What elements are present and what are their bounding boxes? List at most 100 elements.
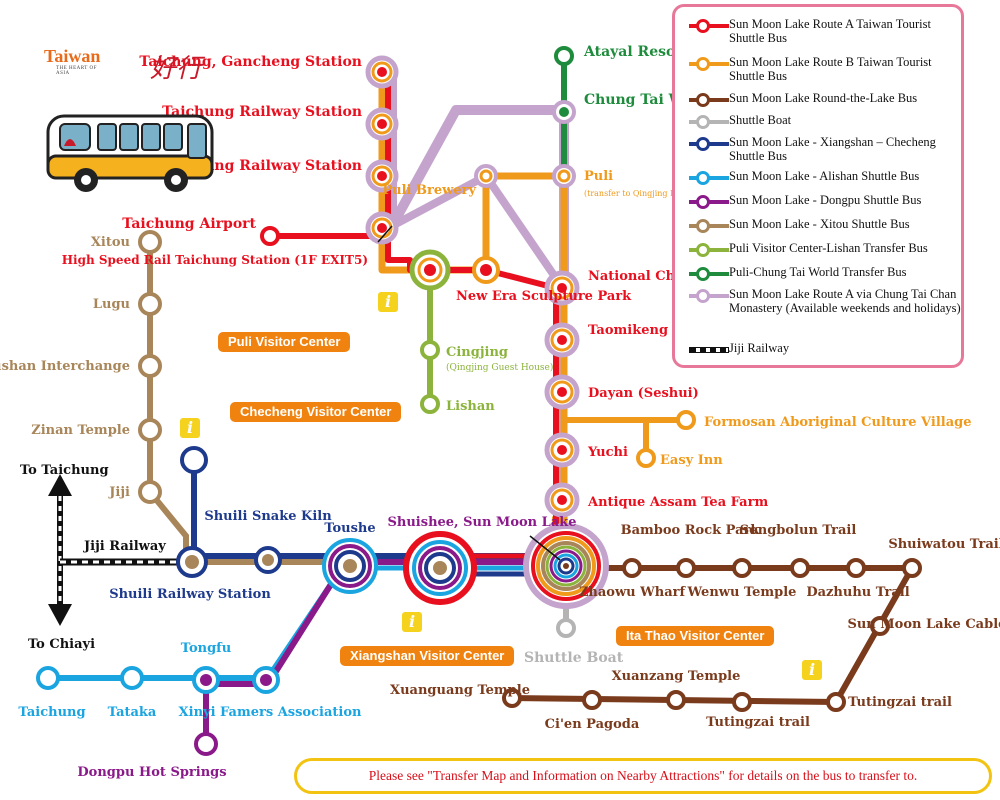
ita-thao-visitor-center[interactable]: Ita Thao Visitor Center [616,626,775,646]
label-gancheng-1: Taichung, Gancheng Station [139,54,362,70]
node-cable-car[interactable] [870,616,890,636]
label-hsr: High Speed Rail Taichung Station (1F EXI… [62,253,368,267]
label-daqing: Daqing Railway Station [178,158,362,174]
label-jiji-railway: Jiji Railway [83,539,166,554]
label-cingjing: Cingjing [446,345,508,360]
checheng-info-icon: i [180,418,200,438]
puli-visitor-center[interactable]: Puli Visitor Center [218,332,351,352]
label-xitou: Xitou [91,235,130,250]
node-zhaowu[interactable] [622,558,642,578]
node-tongfu[interactable] [192,666,220,694]
node-formosan[interactable] [676,410,696,430]
legend-item: Jiji Railway [689,341,961,357]
node-assam[interactable] [544,482,580,518]
legend-label: Sun Moon Lake Round-the-Lake Bus [729,91,918,105]
node-puli[interactable] [552,164,576,188]
route-a-line [274,68,559,560]
label-tataka: Tataka [108,705,157,720]
legend-item: Sun Moon Lake Route A via Chung Tai Chan… [689,287,961,315]
brand-name: Taiwan [44,46,101,66]
node-tutingzai-a[interactable] [826,692,846,712]
node-taomikeng[interactable] [544,322,580,358]
node-xuanzang[interactable] [666,690,686,710]
node-lugu[interactable] [138,292,162,316]
legend-label: Sun Moon Lake - Xiangshan – Checheng Shu… [729,135,936,163]
label-lugu: Lugu [93,297,130,312]
brand-script: 好行 [150,54,203,84]
label-dayan: Dayan (Seshui) [588,386,699,401]
node-airport[interactable] [260,226,280,246]
legend-swatch [689,195,729,209]
checheng-visitor-center[interactable]: Checheng Visitor Center [230,402,402,422]
node-dazhuhu[interactable] [846,558,866,578]
node-lishan[interactable] [420,394,440,414]
node-songbolun[interactable] [790,558,810,578]
xiangshan-visitor-center[interactable]: Xiangshan Visitor Center [340,646,515,666]
node-xuanguang[interactable] [502,688,522,708]
node-zinan[interactable] [138,418,162,442]
legend-swatch [689,343,729,357]
label-puli: Puli [584,169,613,184]
node-toushe-hub[interactable] [322,538,378,594]
node-hsr[interactable] [365,211,399,245]
node-daqing[interactable] [365,159,399,193]
node-easy-inn[interactable] [636,448,656,468]
legend-swatch [689,137,729,151]
shuishee-pointer [529,535,561,561]
node-dongpu[interactable] [194,732,218,756]
transfer-note: Please see "Transfer Map and Information… [294,758,992,794]
node-bamboo[interactable] [676,558,696,578]
node-shuili-station[interactable] [176,546,208,578]
node-shuili-kiln[interactable] [254,546,282,574]
node-chung-tai[interactable] [552,100,576,124]
node-xinyi[interactable] [252,666,280,694]
node-tutingzai-b[interactable] [732,692,752,712]
label-new-era: New Era Sculpture Park [456,289,632,304]
label-airport: Taichung Airport [122,216,256,232]
legend-label: Sun Moon Lake Route A via Chung Tai Chan… [729,287,961,315]
label-songbolun: Songbolun Trail [740,523,857,538]
legend-item: Sun Moon Lake - Dongpu Shuttle Bus [689,193,961,209]
legend-item: Shuttle Boat [689,113,961,129]
node-cingjing[interactable] [420,340,440,360]
node-brewery[interactable] [474,164,498,188]
legend-swatch [689,289,729,303]
node-cien[interactable] [582,690,602,710]
label-yuchi: Yuchi [587,445,628,460]
node-jiji[interactable] [138,480,162,504]
label-zhushan: Zhushan Interchange [0,359,130,374]
label-jiji: Jiji [108,485,130,500]
label-cien: Ci'en Pagoda [545,717,640,732]
label-brewery: Puli Brewery [382,183,476,198]
node-taichung-railway[interactable] [365,107,399,141]
label-shuili-kiln: Shuili Snake Kiln [204,509,332,524]
legend-item: Puli-Chung Tai World Transfer Bus [689,265,961,281]
node-dayan[interactable] [544,374,580,410]
jiji-railway-line [48,474,186,626]
node-xiangshan-hub[interactable] [403,531,477,605]
node-atayal[interactable] [554,46,574,66]
legend-swatch [689,243,729,257]
legend-item: Sun Moon Lake - Alishan Shuttle Bus [689,169,961,185]
legend-swatch [689,93,729,107]
node-shuishee-hub[interactable] [523,523,609,609]
node-shuiwatou[interactable] [902,558,922,578]
node-shuttle-boat[interactable] [556,618,576,638]
node-puli-vc[interactable] [409,249,451,291]
legend-item: Sun Moon Lake - Xiangshan – Checheng Shu… [689,135,961,163]
node-yuchi[interactable] [544,432,580,468]
label-atayal: Atayal Resort [583,44,690,60]
node-wenwu[interactable] [732,558,752,578]
label-lishan: Lishan [446,399,495,414]
node-tataka[interactable] [120,666,144,690]
node-gancheng[interactable] [365,55,399,89]
node-new-era[interactable] [472,256,500,284]
node-zhushan[interactable] [138,354,162,378]
label-shuiwatou: Shuiwatou Trail [888,537,1000,552]
node-taichung-alishan[interactable] [36,666,60,690]
node-xitou[interactable] [138,230,162,254]
label-shuttle-boat: Shuttle Boat [524,650,624,666]
node-checheng[interactable] [180,446,208,474]
node-ncnu[interactable] [544,270,580,306]
label-shuishee: Shuishee, Sun Moon Lake [388,515,577,530]
